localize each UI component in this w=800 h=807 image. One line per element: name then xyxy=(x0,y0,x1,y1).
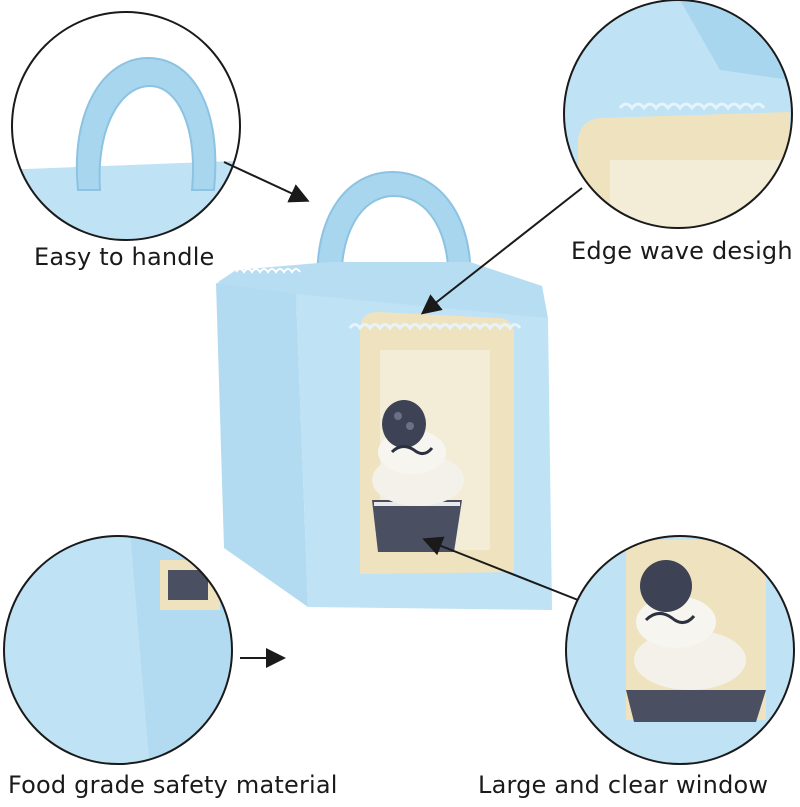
cupcake xyxy=(372,400,464,552)
box-left-side xyxy=(216,283,308,607)
callout-handle xyxy=(11,11,241,241)
caption-easy-to-handle: Easy to handle xyxy=(34,243,215,271)
callout-wave xyxy=(563,0,793,229)
caption-food-grade: Food grade safety material xyxy=(8,771,338,799)
callout-material xyxy=(3,535,233,765)
cupcake-box xyxy=(216,170,552,610)
caption-edge-wave: Edge wave desigh xyxy=(571,237,793,265)
arrow-window xyxy=(422,536,579,601)
callout-window xyxy=(565,535,795,765)
box-top xyxy=(218,262,548,320)
caption-clear-window: Large and clear window xyxy=(478,771,769,799)
arrow-wave xyxy=(420,187,583,315)
arrow-handle xyxy=(223,161,310,203)
